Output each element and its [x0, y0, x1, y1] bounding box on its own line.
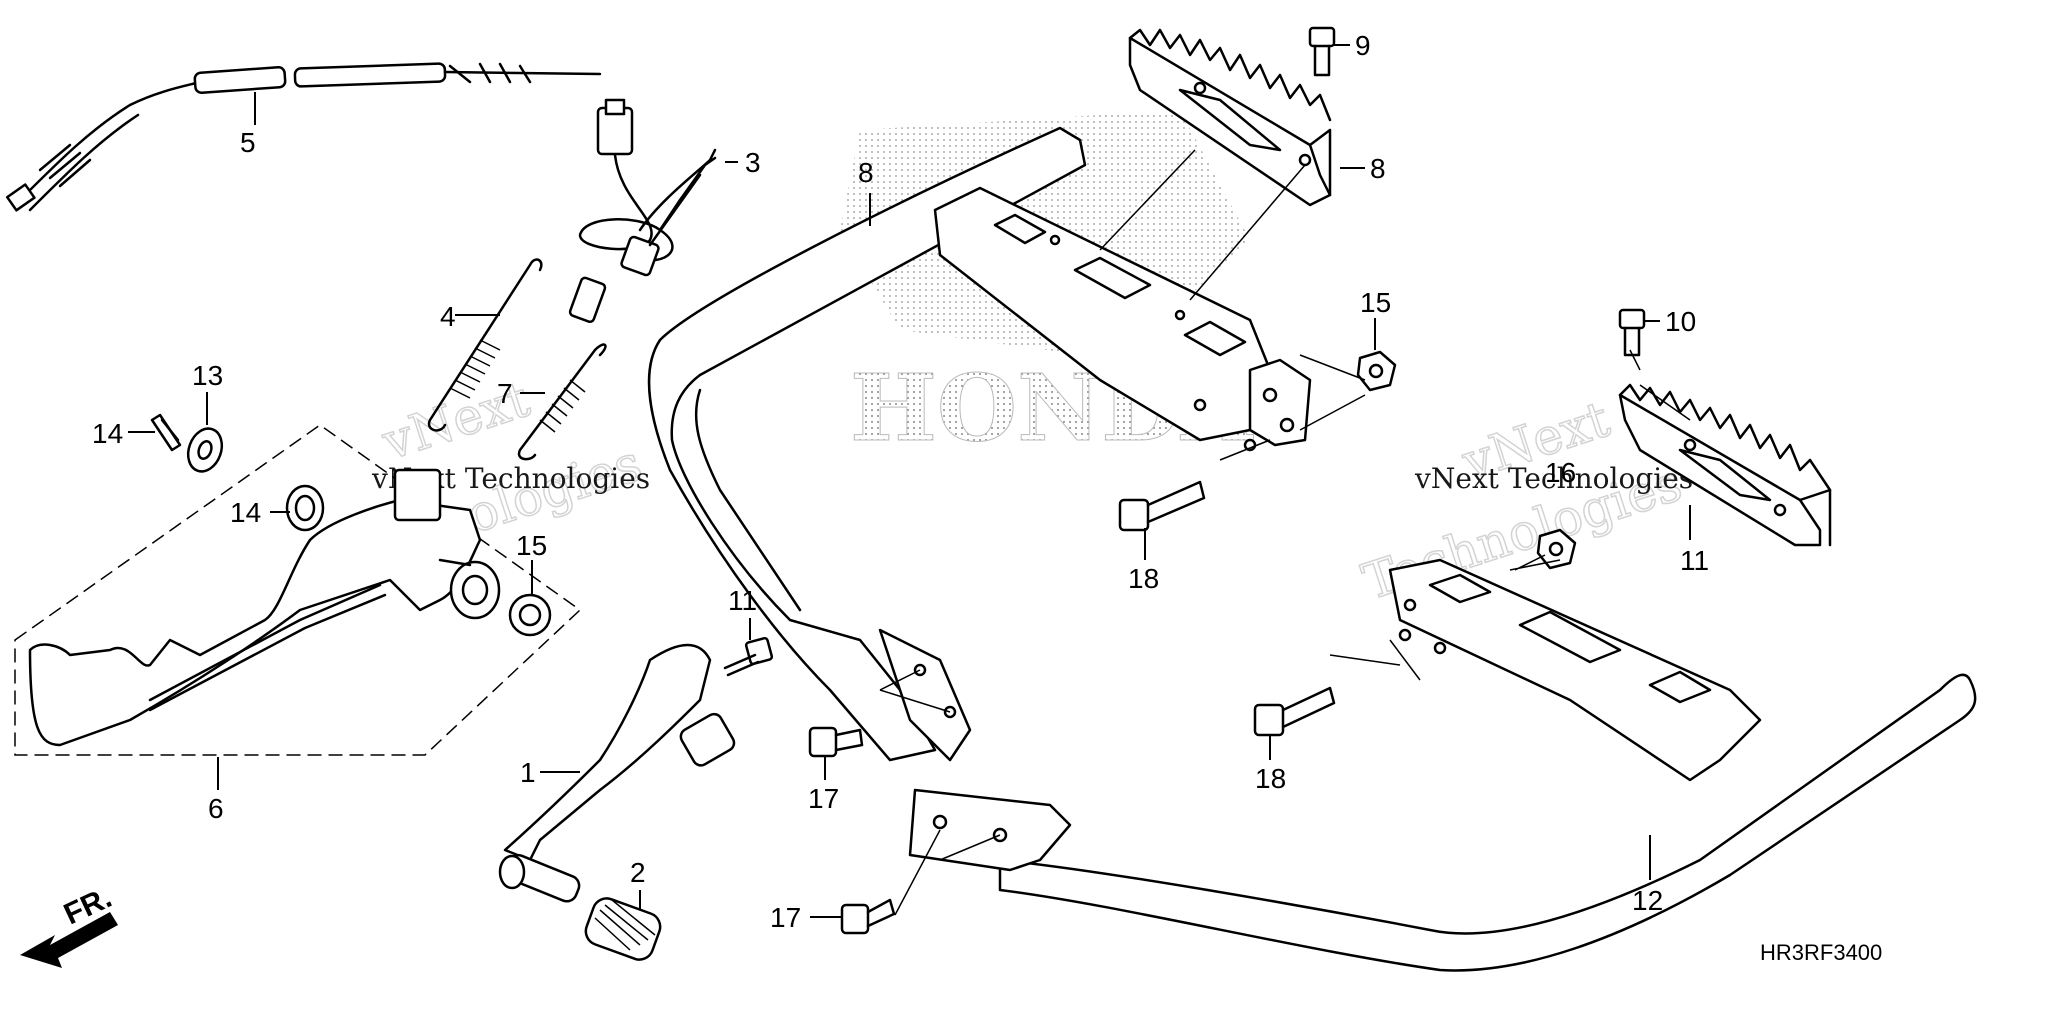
part-pedal-arm: [498, 643, 736, 903]
callout-7: 7: [497, 378, 513, 409]
part-bolt-11b: [1618, 308, 1646, 357]
part-bushing-b: [508, 593, 552, 637]
part-bolt-17b: [840, 898, 896, 935]
part-spring-long: [427, 258, 543, 432]
callout-8b: 11: [1680, 545, 1709, 576]
part-spring-short: [517, 343, 607, 461]
callout-10: 12: [1632, 885, 1663, 916]
part-pedal-rubber: [584, 897, 662, 961]
callout-11a: 9: [1355, 30, 1371, 61]
part-bushing-a: [285, 484, 325, 532]
part-switch: [568, 98, 717, 324]
callout-15a: 15: [1360, 287, 1391, 318]
callout-2: 2: [630, 857, 646, 888]
callout-15b: 16: [1545, 457, 1576, 488]
part-nut-15b: [1536, 528, 1577, 570]
callout-14b: 15: [516, 530, 547, 561]
part-washer: [186, 427, 224, 473]
part-bolt-17a: [808, 726, 864, 758]
callout-4: 4: [440, 301, 456, 332]
callout-13: 13: [192, 360, 223, 391]
callout-6: 6: [208, 793, 224, 824]
callout-5: 5: [240, 127, 256, 158]
part-step-bar-right: [908, 558, 1977, 972]
callout-17a: 17: [808, 783, 839, 814]
part-step-bar-left: [647, 126, 1312, 762]
callout-12: 11: [728, 585, 757, 616]
callout-9: 8: [858, 157, 874, 188]
callout-8a: 8: [1370, 153, 1386, 184]
callout-18b: 18: [1255, 763, 1286, 794]
part-brake-pedal: [14, 424, 582, 756]
callout-1: 1: [520, 757, 536, 788]
part-bolt-12: [723, 636, 774, 677]
callout-18a: 18: [1128, 563, 1159, 594]
part-bolt-18b: [1253, 686, 1336, 737]
part-bolt-18a: [1118, 480, 1206, 532]
callout-17b: 17: [770, 902, 801, 933]
callout-11b: 10: [1665, 306, 1696, 337]
front-direction-arrow-icon: [20, 912, 118, 968]
callout-3: 3: [745, 147, 761, 178]
watermark-right-company: vNext Technologies: [1414, 462, 1693, 495]
part-cotter-pin: [150, 413, 182, 452]
part-cable: [5, 62, 602, 212]
callout-16: 14: [92, 418, 123, 449]
part-nut-15a: [1356, 350, 1397, 392]
part-footpeg-upper: [1128, 28, 1332, 207]
callout-14a: 14: [230, 497, 261, 528]
diagram-code: HR3RF3400: [1760, 940, 1882, 965]
part-bolt-11a: [1308, 26, 1336, 77]
alignment-lines: [879, 149, 1691, 916]
